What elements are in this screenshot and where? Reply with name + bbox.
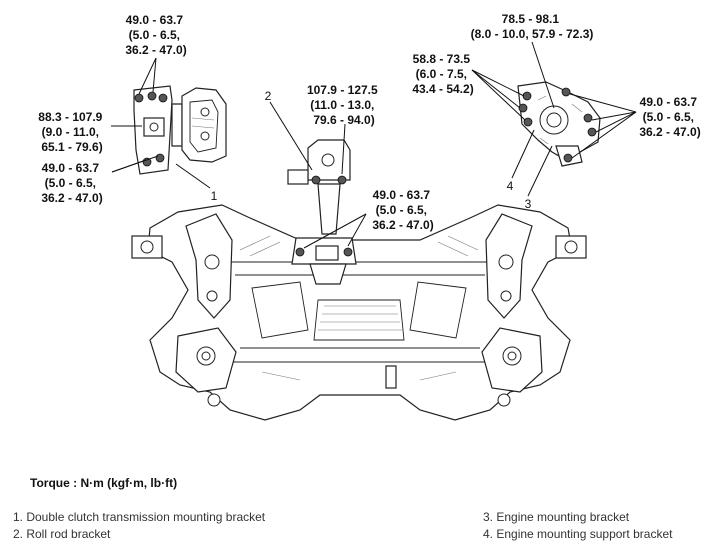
legend-item-2: 2. Roll rod bracket [13, 527, 111, 541]
legend-item-4: 4. Engine mounting support bracket [483, 527, 673, 541]
torque-engine-top: 78.5 - 98.1 (8.0 - 10.0, 57.9 - 72.3) [471, 12, 594, 41]
torque-dct-left: 88.3 - 107.9 (9.0 - 11.0, 65.1 - 79.6) [38, 110, 105, 154]
torque-dct-top: 49.0 - 63.7 (5.0 - 6.5, 36.2 - 47.0) [125, 13, 186, 57]
roll-rod-bracket [287, 139, 357, 285]
torque-roll-rod-bottom: 49.0 - 63.7 (5.0 - 6.5, 36.2 - 47.0) [372, 188, 433, 232]
dct-mounting-bracket [133, 85, 227, 175]
torque-roll-rod-top: 107.9 - 127.5 (11.0 - 13.0, 79.6 - 94.0) [307, 83, 381, 127]
torque-engine-left: 58.8 - 73.5 (6.0 - 7.5, 43.4 - 54.2) [412, 52, 473, 96]
leader-lines [111, 41, 637, 249]
callout-1: 1 [211, 189, 218, 203]
subframe-illustration [131, 204, 587, 421]
engine-mounting-bracket [517, 81, 601, 167]
torque-units-heading: Torque : N·m (kgf·m, lb·ft) [30, 476, 178, 490]
mounting-diagram: 49.0 - 63.7 (5.0 - 6.5, 36.2 - 47.0) 88.… [38, 12, 701, 421]
torque-engine-right: 49.0 - 63.7 (5.0 - 6.5, 36.2 - 47.0) [639, 95, 700, 139]
legend-item-1: 1. Double clutch transmission mounting b… [13, 510, 266, 524]
torque-dct-bottom: 49.0 - 63.7 (5.0 - 6.5, 36.2 - 47.0) [41, 161, 102, 205]
callout-3: 3 [525, 197, 532, 211]
legend-item-3: 3. Engine mounting bracket [483, 510, 630, 524]
callout-4: 4 [507, 179, 514, 193]
callout-2: 2 [265, 89, 272, 103]
